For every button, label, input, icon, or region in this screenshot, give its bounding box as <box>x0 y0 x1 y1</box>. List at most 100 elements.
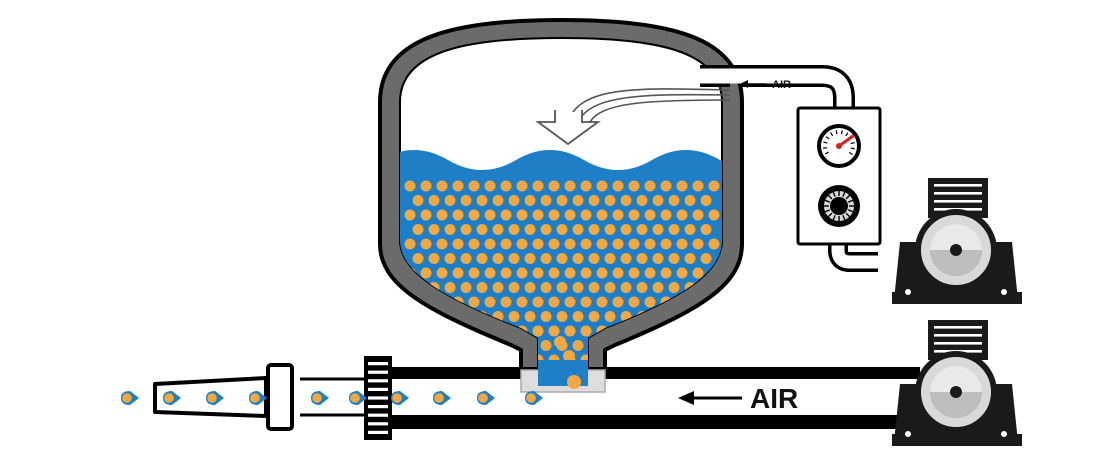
particle <box>468 209 480 221</box>
particle <box>676 238 688 250</box>
particle <box>548 325 560 337</box>
particle <box>628 180 640 192</box>
particle <box>484 209 496 221</box>
particle <box>460 224 472 235</box>
particle <box>492 253 504 264</box>
particle <box>420 209 432 221</box>
particle <box>492 195 504 206</box>
particle <box>476 340 488 351</box>
particle <box>692 238 704 250</box>
particle <box>500 209 512 221</box>
particle <box>660 180 672 192</box>
abrasive-drop <box>311 391 329 405</box>
particle <box>596 267 608 279</box>
particle <box>636 195 648 206</box>
particle <box>436 180 448 192</box>
particle <box>452 325 464 337</box>
particle <box>452 209 464 221</box>
particle <box>540 311 552 322</box>
particle <box>636 340 648 351</box>
particle <box>516 238 528 250</box>
particle <box>476 253 488 264</box>
particle <box>508 311 520 322</box>
air-label-top: AIR <box>740 79 791 91</box>
particle <box>700 311 712 322</box>
particle <box>452 238 464 250</box>
particle <box>596 180 608 192</box>
particle <box>556 195 568 206</box>
particle <box>588 195 600 206</box>
pressure-gauge-icon <box>817 124 861 168</box>
control-panel <box>796 106 882 246</box>
particle <box>636 282 648 293</box>
particle <box>620 282 632 293</box>
particle <box>644 354 656 366</box>
particle <box>652 224 664 235</box>
particle <box>540 195 552 206</box>
particle <box>556 311 568 322</box>
particle <box>612 354 624 366</box>
particle <box>554 336 566 348</box>
abrasive-drop <box>391 391 409 405</box>
particle <box>684 224 696 235</box>
particle <box>404 354 416 366</box>
pressure-vessel <box>378 17 744 394</box>
particle <box>572 195 584 206</box>
particle <box>452 354 464 366</box>
particle <box>404 325 416 337</box>
abrasive-drop <box>249 391 267 405</box>
particle <box>668 340 680 351</box>
particle <box>412 224 424 235</box>
particle <box>652 340 664 351</box>
particle <box>604 224 616 235</box>
particle <box>412 340 424 351</box>
particle <box>612 209 624 221</box>
particle <box>692 209 704 221</box>
particle <box>668 224 680 235</box>
abrasive-drop <box>349 391 367 405</box>
particle <box>524 224 536 235</box>
particle <box>708 354 720 366</box>
particle <box>524 253 536 264</box>
particle <box>708 325 720 337</box>
abrasive-drop <box>206 391 224 405</box>
particle <box>580 267 592 279</box>
particle <box>516 267 528 279</box>
svg-text:AIR: AIR <box>750 383 798 414</box>
particle <box>484 296 496 308</box>
particle <box>652 282 664 293</box>
particle <box>548 180 560 192</box>
particle <box>532 325 544 337</box>
particle <box>428 340 440 351</box>
hose-coupling <box>364 356 392 440</box>
abrasive-drop <box>433 391 451 405</box>
particle <box>564 209 576 221</box>
particle <box>572 224 584 235</box>
particle <box>428 195 440 206</box>
particle <box>468 180 480 192</box>
particle <box>436 325 448 337</box>
particle <box>596 209 608 221</box>
compressor-icon <box>892 178 1022 304</box>
particle <box>628 238 640 250</box>
particle <box>444 224 456 235</box>
particle <box>564 238 576 250</box>
particle <box>628 209 640 221</box>
particle <box>516 180 528 192</box>
particle <box>588 253 600 264</box>
particle <box>612 267 624 279</box>
particle <box>532 267 544 279</box>
particle <box>532 238 544 250</box>
particle <box>604 253 616 264</box>
particle <box>660 267 672 279</box>
particle <box>676 180 688 192</box>
air-inflow-arrow-icon <box>535 88 731 146</box>
abrasive-drop <box>163 391 181 405</box>
particle <box>660 325 672 337</box>
particle <box>460 195 472 206</box>
particle <box>692 325 704 337</box>
particle <box>420 180 432 192</box>
particle <box>692 354 704 366</box>
particle <box>564 325 576 337</box>
particle <box>500 296 512 308</box>
